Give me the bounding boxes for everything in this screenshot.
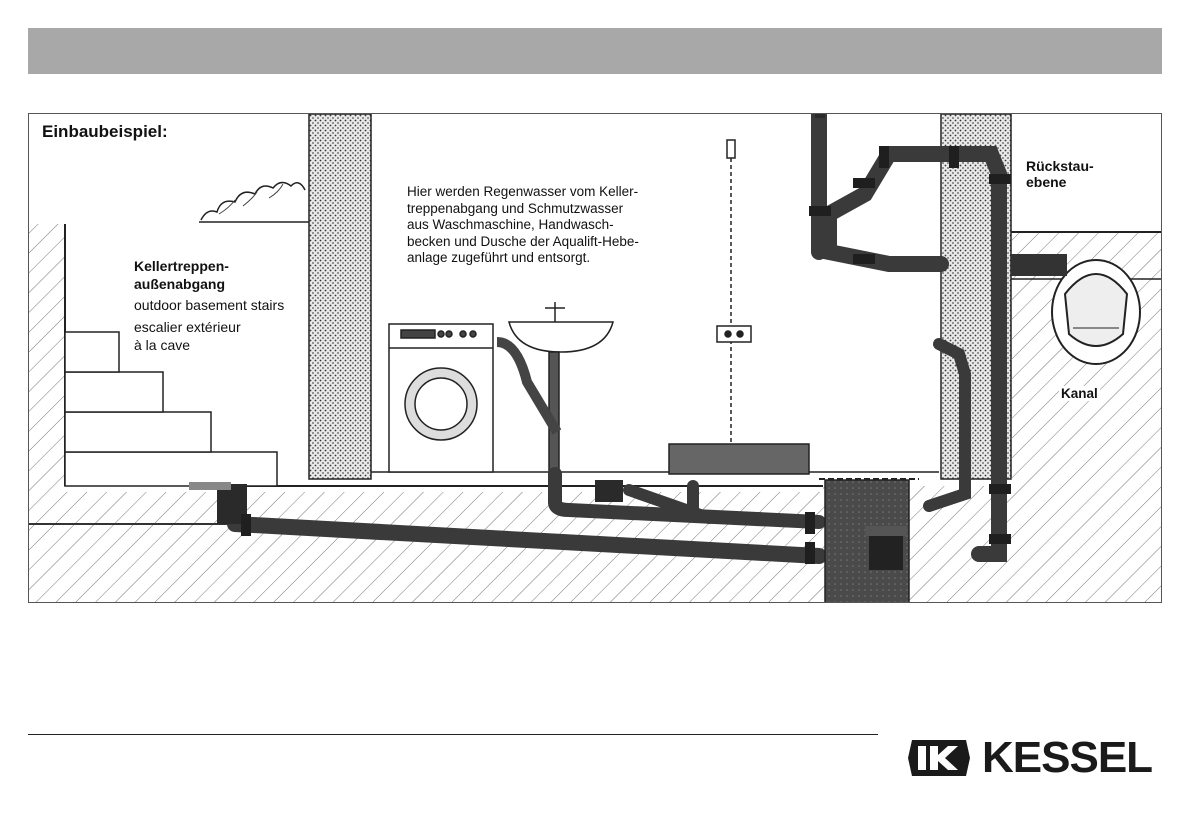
stairs-label-fr: escalier extérieur à la cave bbox=[134, 318, 296, 354]
wall-column-left bbox=[309, 114, 371, 479]
brand-name: KESSEL bbox=[982, 736, 1152, 780]
stairs-label-de: Kellertreppen- außenabgang bbox=[134, 257, 296, 293]
kessel-logo: KESSEL bbox=[908, 736, 1162, 780]
footer-divider bbox=[28, 734, 878, 735]
shrub bbox=[201, 182, 305, 220]
installation-diagram: Einbaubeispiel: Kellertreppen- außenabga… bbox=[28, 113, 1162, 603]
backflow-level-label: Rückstau- ebene bbox=[1024, 158, 1096, 190]
aqualift-lifting-station bbox=[819, 479, 919, 603]
description-text: Hier werden Regenwasser vom Keller- trep… bbox=[387, 178, 701, 273]
header-bar bbox=[28, 28, 1162, 74]
stairs-label: Kellertreppen- außenabgang outdoor basem… bbox=[128, 253, 300, 358]
sewer-label: Kanal bbox=[1059, 386, 1100, 401]
stairs-label-en: outdoor basement stairs bbox=[134, 296, 296, 314]
diagram-title: Einbaubeispiel: bbox=[36, 118, 174, 145]
earth-left bbox=[29, 224, 65, 486]
kessel-logo-icon bbox=[908, 736, 970, 780]
washing-machine bbox=[389, 324, 493, 472]
